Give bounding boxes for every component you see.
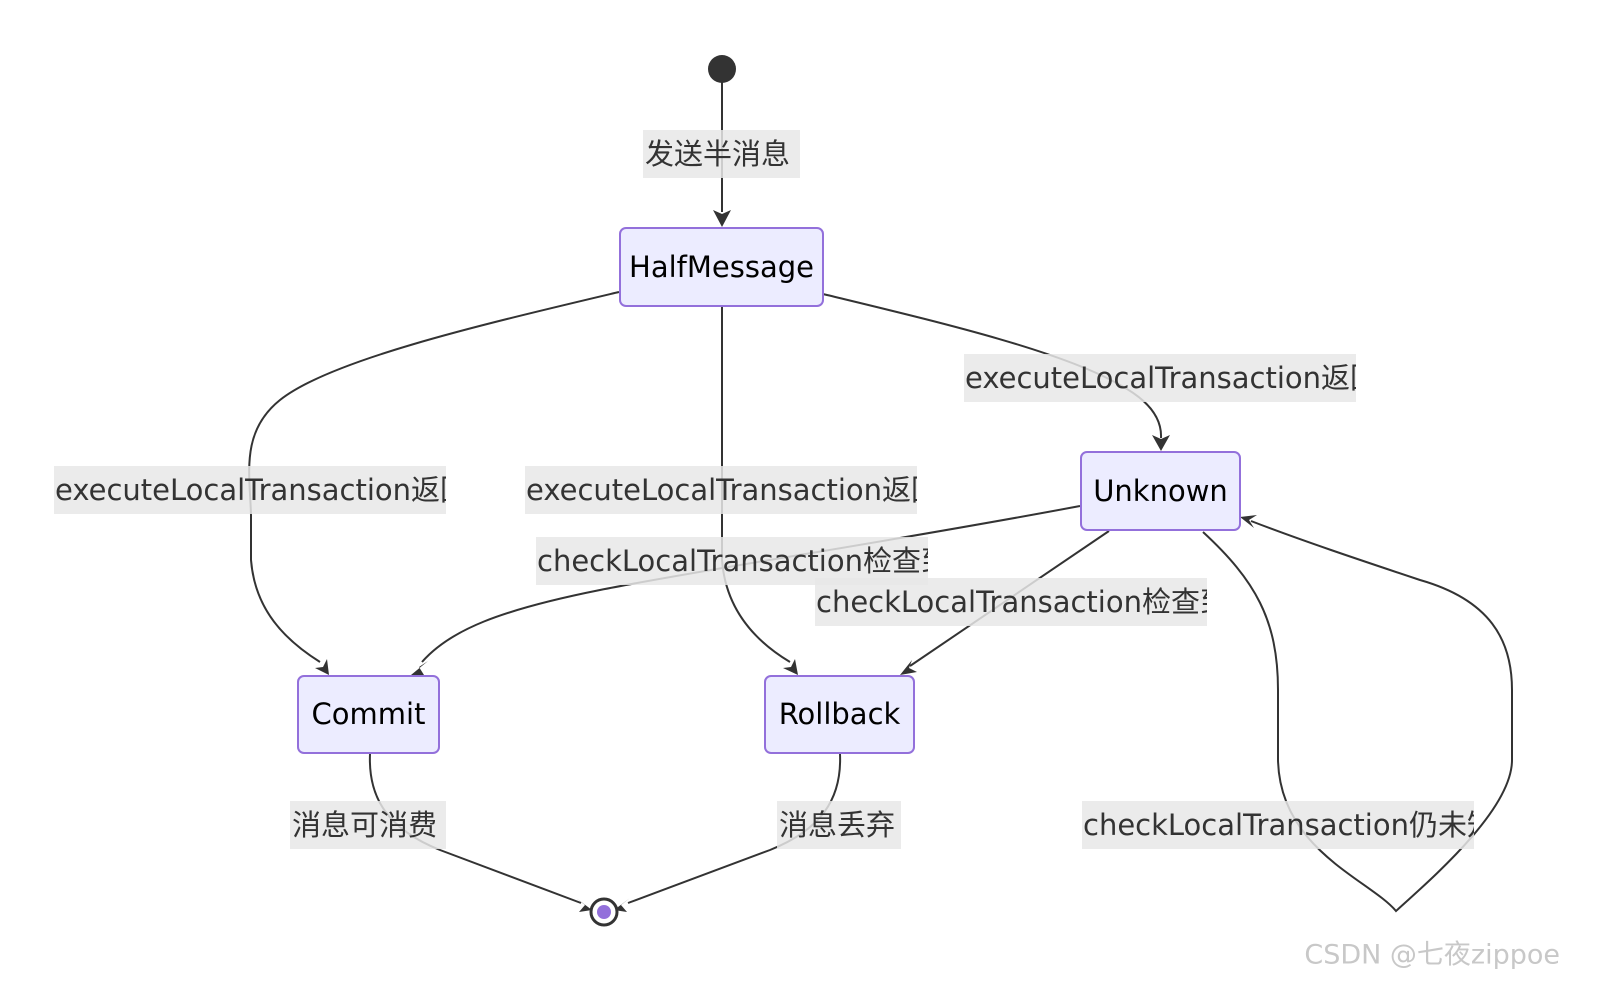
state-rollback: Rollback [764,675,915,754]
start-state [708,55,736,83]
edge-label-half-to-rollback-text: executeLocalTransaction返回 [526,473,940,507]
edge-label-commit-to-end: 消息可消费 [290,801,446,849]
state-commit-label: Commit [312,697,426,731]
edge-label-half-to-commit-text: executeLocalTransaction返回 [55,473,469,507]
edge-label-rollback-to-end: 消息丢弃 [777,801,901,849]
state-halfmessage: HalfMessage [619,227,824,307]
state-commit: Commit [297,675,440,754]
edge-label-commit-to-end-text: 消息可消费 [292,808,437,842]
state-unknown-label: Unknown [1093,474,1228,508]
edge-label-half-to-unknown-text: executeLocalTransaction返回 [965,361,1379,395]
arrowhead-unknown [1152,435,1170,451]
edge-label-unknown-to-rollback: checkLocalTransaction检查到 [815,578,1229,626]
arrowhead-rollback-left [783,659,798,675]
end-state [589,897,619,927]
edge-label-start: 发送半消息 [643,130,800,178]
end-state-inner-dot [597,905,611,919]
watermark: CSDN @七夜zippoe [1304,940,1560,971]
arrowhead-commit-left [315,659,329,675]
state-rollback-label: Rollback [779,697,901,731]
arrowhead-end-left [576,898,592,912]
arrowhead-commit-right [411,661,428,675]
edge-label-unknown-to-rollback-text: checkLocalTransaction检查到 [816,585,1229,619]
edge-label-unknown-self-loop: checkLocalTransaction仍未知 [1082,801,1496,849]
edge-label-half-to-commit: executeLocalTransaction返回 [54,466,469,514]
arrowheads [315,210,1257,912]
edge-halfmessage-to-commit [248,291,620,663]
state-unknown: Unknown [1080,451,1241,531]
edge-label-half-to-unknown: executeLocalTransaction返回 [964,354,1379,402]
edge-label-unknown-self-loop-text: checkLocalTransaction仍未知 [1083,808,1496,842]
state-halfmessage-label: HalfMessage [629,250,814,284]
edge-label-unknown-to-commit-text: checkLocalTransaction检查到 [537,544,950,578]
edge-label-unknown-to-commit: checkLocalTransaction检查到 [536,537,950,585]
edge-label-half-to-rollback: executeLocalTransaction返回 [525,466,940,514]
arrowhead-rollback-right [900,660,917,675]
edge-unknown-self-loop [1202,520,1513,913]
arrowhead-unknown-loop [1240,515,1257,528]
edge-label-rollback-to-end-text: 消息丢弃 [779,808,895,842]
edge-label-start-text: 发送半消息 [645,137,790,171]
arrowhead-halfmessage [713,210,731,227]
